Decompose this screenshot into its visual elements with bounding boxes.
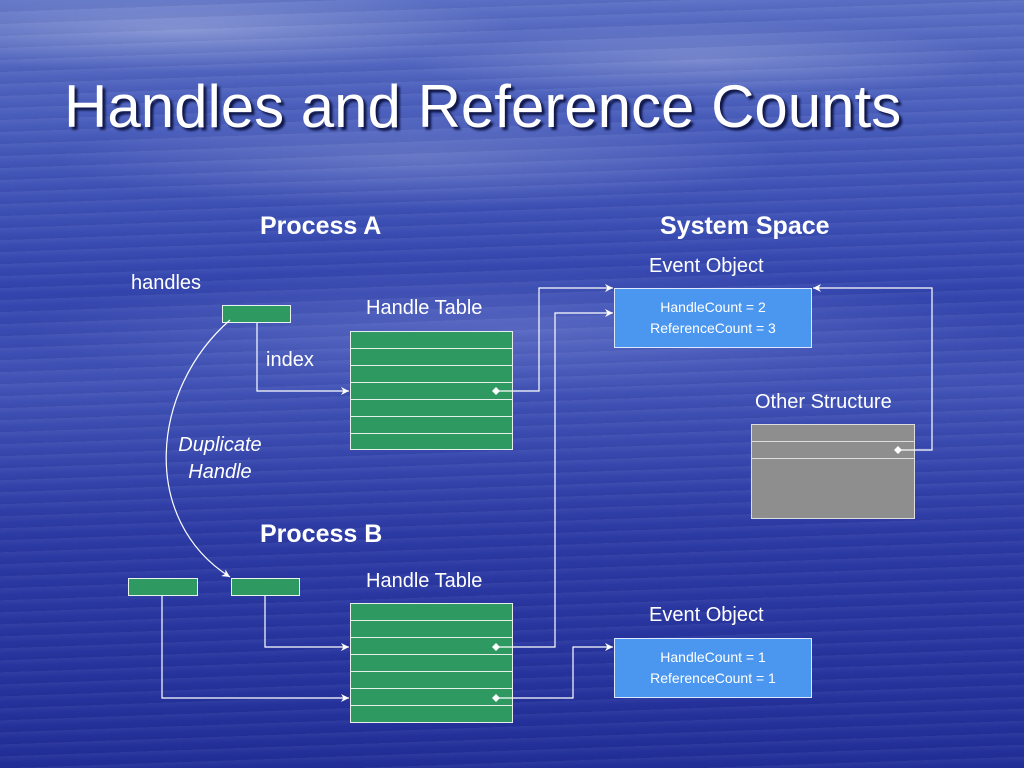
other-structure-row <box>752 442 914 459</box>
pointer-dot-table-b-1 <box>492 643 500 651</box>
handle-table-a <box>350 331 513 450</box>
other-structure <box>751 424 915 519</box>
arrow-table-b-to-event-object-top <box>496 309 613 648</box>
event-object-top-handle-count: HandleCount = 2 <box>660 299 766 315</box>
handle-table-a-row <box>351 332 512 349</box>
process-a-handle <box>222 305 291 323</box>
handle-table-b-row <box>351 638 512 655</box>
handle-table-b-row <box>351 689 512 706</box>
handle-table-b-row <box>351 604 512 621</box>
event-object-top-reference-count: ReferenceCount = 3 <box>650 320 776 336</box>
event-object-bottom-reference-count: ReferenceCount = 1 <box>650 670 776 686</box>
arrow-handle-to-table-a <box>256 323 349 395</box>
arrow-other-structure-to-event-object-top <box>813 284 933 451</box>
handle-table-a-row <box>351 349 512 366</box>
handle-table-b-row <box>351 672 512 689</box>
event-object-bottom: HandleCount = 1 ReferenceCount = 1 <box>614 638 812 698</box>
pointer-dot-other-structure <box>894 446 902 454</box>
process-b-handle-2 <box>231 578 300 596</box>
handle-table-a-row <box>351 400 512 417</box>
handle-table-b-row <box>351 621 512 638</box>
event-object-top-label: Event Object <box>649 255 764 277</box>
pointer-dot-table-a <box>492 387 500 395</box>
system-space-label: System Space <box>660 212 830 240</box>
process-a-label: Process A <box>260 212 382 240</box>
duplicate-handle-line1: Duplicate <box>178 434 262 456</box>
handle-table-a-row <box>351 383 512 400</box>
index-label: index <box>266 349 314 371</box>
slide-title: Handles and Reference Counts <box>64 73 902 140</box>
handles-label: handles <box>131 272 202 294</box>
process-b-handle-1 <box>128 578 198 596</box>
duplicate-handle-label: Duplicate Handle <box>168 432 272 486</box>
handle-table-a-label: Handle Table <box>366 297 483 319</box>
event-object-bottom-handle-count: HandleCount = 1 <box>660 649 766 665</box>
handle-table-a-row <box>351 417 512 434</box>
handle-table-b-label: Handle Table <box>366 570 483 592</box>
pointer-dot-table-b-2 <box>492 694 500 702</box>
duplicate-handle-line2: Handle <box>188 461 252 483</box>
arrow-table-a-to-event-object-top <box>496 284 613 392</box>
event-object-top: HandleCount = 2 ReferenceCount = 3 <box>614 288 812 348</box>
other-structure-row <box>752 425 914 442</box>
handle-table-a-row <box>351 366 512 383</box>
other-structure-label: Other Structure <box>755 391 892 413</box>
arrow-handle-b1-to-table-b <box>161 596 349 702</box>
handle-table-b-row <box>351 655 512 672</box>
arrow-handle-b2-to-table-b <box>264 596 349 651</box>
duplicate-handle-curve <box>165 319 231 578</box>
handle-table-b <box>350 603 513 723</box>
arrow-table-b-to-event-object-bottom <box>496 643 613 699</box>
event-object-bottom-label: Event Object <box>649 604 764 626</box>
process-b-label: Process B <box>260 520 383 548</box>
